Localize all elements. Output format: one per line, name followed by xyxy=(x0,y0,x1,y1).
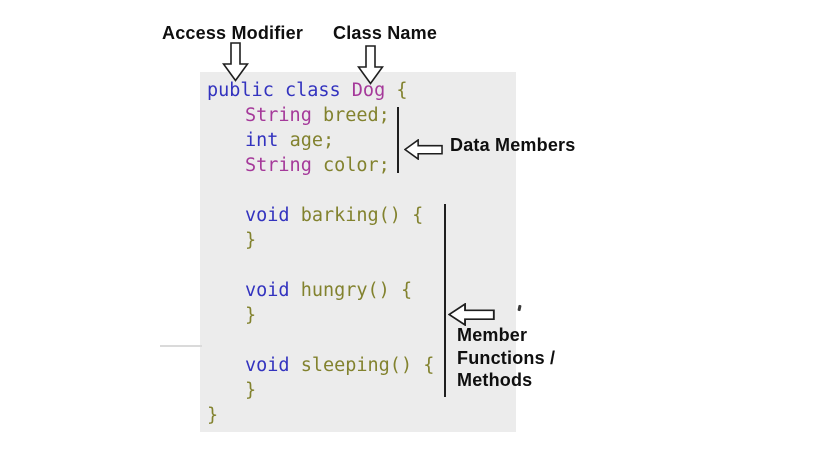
code-line xyxy=(207,178,434,203)
down-arrow-icon xyxy=(357,45,384,85)
down-arrow-icon xyxy=(222,42,249,82)
class-name-label: Class Name xyxy=(333,23,438,43)
code-line: String color; xyxy=(245,155,390,176)
code-line: } xyxy=(245,380,257,401)
access-modifier-label: Access Modifier xyxy=(162,23,304,43)
stray-mark xyxy=(517,304,522,312)
left-arrow-icon xyxy=(448,303,495,326)
code-line xyxy=(207,253,434,278)
code-block: public class Dog { String breed; int age; S… xyxy=(207,78,434,428)
code-line: public class Dog { xyxy=(207,80,408,101)
code-line: } xyxy=(245,230,257,251)
data-members-label: Data Members xyxy=(450,135,576,155)
code-panel-background xyxy=(200,72,516,432)
code-line xyxy=(207,328,434,353)
member-functions-line-1: Member xyxy=(457,325,528,345)
code-line: String breed; xyxy=(245,105,390,126)
code-line: int age; xyxy=(245,130,335,151)
code-line: void barking() { xyxy=(245,205,424,226)
code-line: } xyxy=(207,405,219,426)
member-functions-line-2: Functions / xyxy=(457,347,556,368)
code-line: } xyxy=(245,305,257,326)
member-functions-bracket-line xyxy=(444,204,446,397)
stray-divider-line xyxy=(160,345,202,347)
data-members-bracket-line xyxy=(397,107,399,173)
code-line: void hungry() { xyxy=(245,280,413,301)
left-arrow-icon xyxy=(404,139,443,160)
member-functions-line-3: Methods xyxy=(457,370,533,390)
code-line: void sleeping() { xyxy=(245,355,435,376)
member-functions-label: Member Functions / Methods xyxy=(457,324,555,392)
